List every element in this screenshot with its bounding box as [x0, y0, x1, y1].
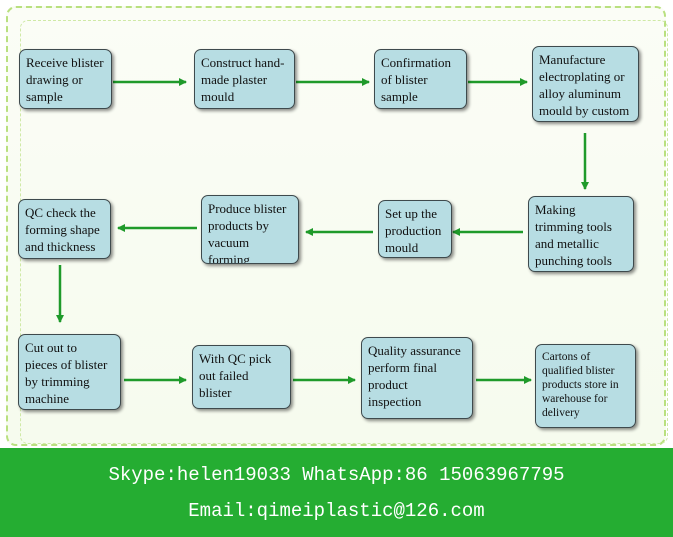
step-set-up-production-mould: Set up the production mould: [378, 200, 452, 258]
step-qc-pick-failed: With QC pick out failed blister: [192, 345, 291, 409]
step-cut-out-pieces: Cut out to pieces of blister by trimming…: [18, 334, 121, 410]
contact-banner: Skype:helen19033 WhatsApp:86 15063967795…: [0, 448, 673, 537]
step-make-trimming-tools: Making trimming tools and metallic punch…: [528, 196, 634, 272]
step-manufacture-mould: Manufacture electroplating or alloy alum…: [532, 46, 639, 122]
step-qc-check-forming: QC check the forming shape and thickness: [18, 199, 111, 259]
step-confirm-blister-sample: Confirmation of blister sample: [374, 49, 467, 109]
step-receive-blister-drawing: Receive blister drawing or sample: [19, 49, 112, 109]
step-vacuum-forming: Produce blister products by vacuum formi…: [201, 195, 299, 264]
flow-arrows: [56, 78, 589, 384]
contact-email: Email:qimeiplastic@126.com: [188, 500, 485, 522]
step-quality-assurance-inspection: Quality assurance perform final product …: [361, 337, 473, 419]
contact-skype-whatsapp: Skype:helen19033 WhatsApp:86 15063967795: [108, 464, 565, 486]
step-cartons-store-warehouse: Cartons of qualified blister products st…: [535, 344, 636, 428]
step-construct-plaster-mould: Construct hand- made plaster mould: [194, 49, 295, 109]
